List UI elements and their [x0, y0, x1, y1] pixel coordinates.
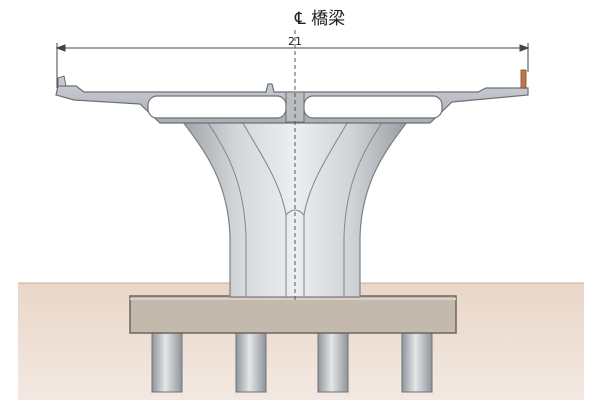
footing	[129, 295, 457, 334]
pile-2	[235, 329, 267, 393]
pier-ribs	[204, 117, 386, 297]
girder-cell-right	[303, 95, 443, 119]
pile-1	[151, 329, 183, 393]
railing-post	[520, 69, 527, 89]
dimension-line	[55, 43, 530, 88]
girder-cell-left	[147, 95, 287, 119]
dimension-label: 21	[288, 35, 302, 48]
piles	[151, 329, 433, 393]
pile-3	[317, 329, 349, 393]
pile-4	[401, 329, 433, 393]
diagram-title: ℄ 橋梁	[294, 9, 345, 29]
left-parapet	[57, 75, 67, 87]
